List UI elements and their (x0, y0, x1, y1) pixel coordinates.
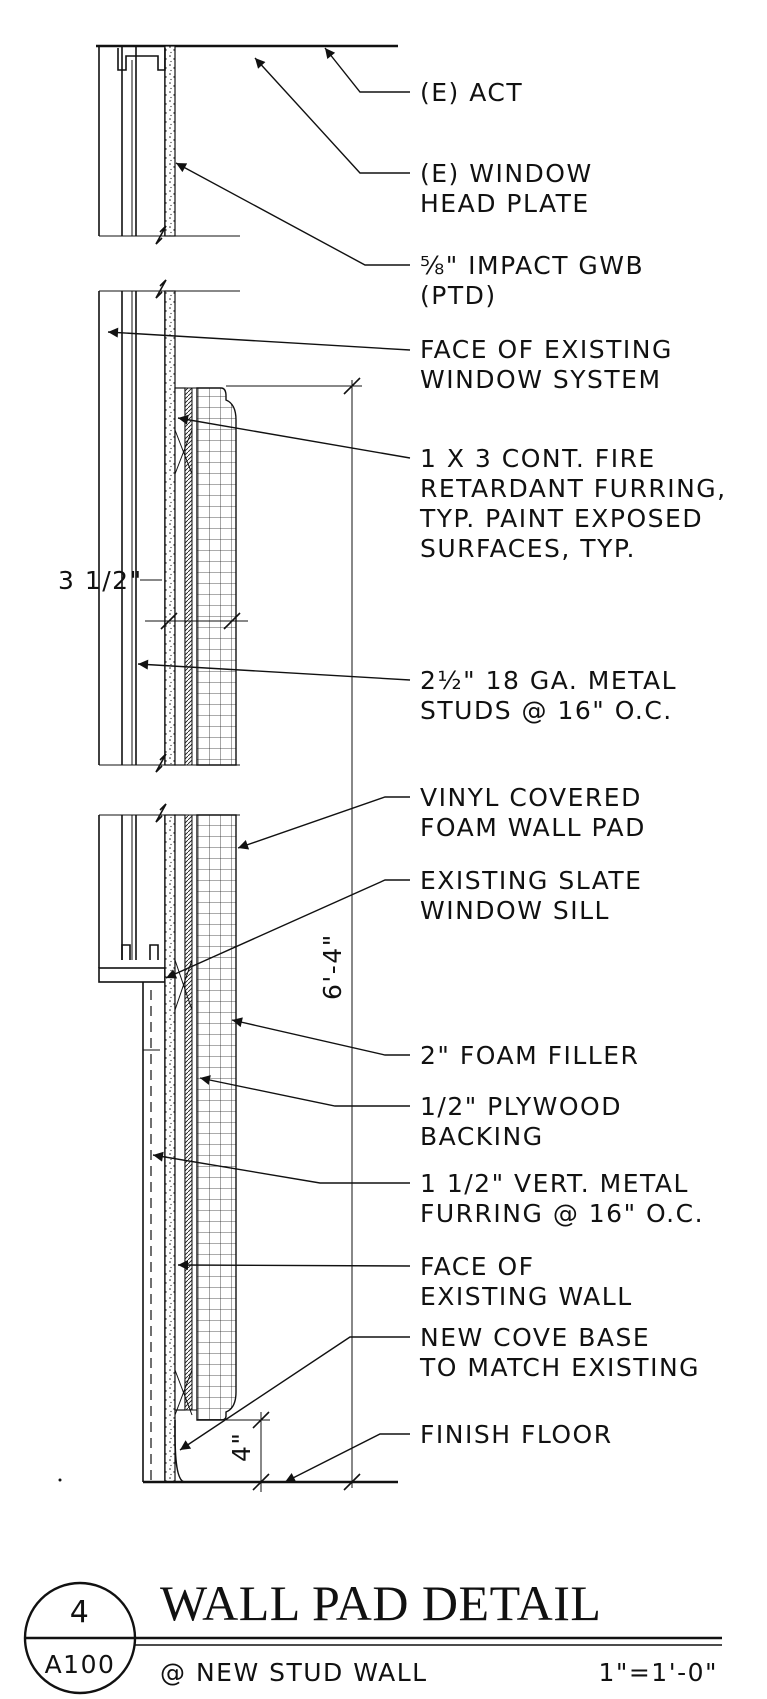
title-block: 4 A100 WALL PAD DETAIL @ NEW STUD WALL 1… (23, 1575, 722, 1695)
lower-wall-section (58, 803, 398, 1484)
middle-wall-section (98, 279, 240, 773)
label-foam-filler: 2" FOAM FILLER (420, 1041, 639, 1070)
dimension-pad-height (226, 377, 362, 1491)
drawing-title: WALL PAD DETAIL (160, 1575, 601, 1631)
label-finish-floor: FINISH FLOOR (420, 1420, 613, 1449)
window-head-section (96, 44, 398, 245)
sheet-number: A100 (45, 1650, 116, 1679)
dimension-base-height (226, 1411, 270, 1492)
drawing-subtitle: @ NEW STUD WALL (160, 1658, 428, 1687)
label-existing-act: (E) ACT (420, 78, 523, 107)
dimension-stud-depth (140, 579, 248, 630)
dim-text-base-height: 4" (227, 1432, 256, 1462)
leader-lines (107, 47, 411, 1483)
drawing-scale: 1"=1'-0" (598, 1658, 718, 1687)
label-impact-gwb: ⅝" IMPACT GWB(PTD) (420, 251, 644, 310)
dim-text-stud-depth: 3 1/2" (58, 566, 143, 595)
detail-number: 4 (70, 1595, 91, 1630)
dim-text-pad-height: 6'-4" (318, 933, 347, 1000)
